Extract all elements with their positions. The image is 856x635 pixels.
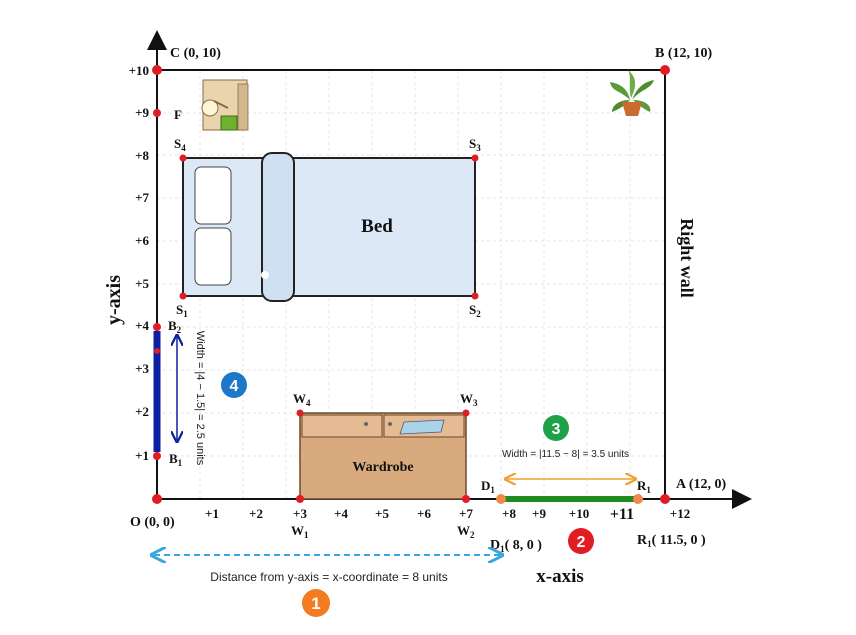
w1-label: W1 [291, 523, 309, 540]
wardrobe-vertex-labels: W4 W3 W1 W2 [291, 391, 478, 540]
d1-label: D1 [481, 478, 495, 495]
x-axis-title: x-axis [536, 566, 584, 587]
w3-label: W3 [460, 391, 478, 408]
wardrobe-label: Wardrobe [352, 460, 413, 475]
y-tick-labels: +1 +2 +3 +4 +5 +6 +7 +8 +9 +10 [129, 63, 150, 463]
wardrobe-knob-1 [364, 422, 368, 426]
y-tick-6: +6 [135, 233, 149, 248]
point-s1 [179, 292, 187, 300]
s2-label: S2 [469, 302, 481, 319]
badge-4: 4 [221, 372, 247, 398]
x-tick-12: +12 [670, 506, 690, 521]
x-tick-labels: +1 +2 +3 +4 +5 +6 +7 +8 +9 +10 +11 +12 [205, 506, 690, 523]
svg-text:3: 3 [552, 421, 561, 438]
point-a [660, 494, 670, 504]
badge-3: 3 [543, 415, 569, 441]
point-b2 [153, 323, 161, 331]
point-y4 [154, 348, 160, 354]
point-s4 [179, 154, 187, 162]
x-tick-4: +4 [334, 506, 348, 521]
corner-a-label: A (12, 0) [676, 477, 727, 492]
svg-text:1: 1 [311, 594, 320, 613]
bed: Bed [182, 152, 476, 302]
badge-1: 1 [302, 589, 330, 617]
distance-text: Distance from y-axis = x-coordinate = 8 … [210, 570, 447, 584]
bed-frame [182, 157, 476, 297]
point-o [152, 494, 162, 504]
point-w3 [462, 409, 470, 417]
y-tick-1: +1 [135, 448, 149, 463]
door-width-text: Width = |11.5 − 8| = 3.5 units [502, 449, 629, 460]
wardrobe-knob-2 [388, 422, 392, 426]
origin-label: O (0, 0) [130, 515, 175, 530]
point-w4 [296, 409, 304, 417]
wardrobe-top-left-drawer [301, 414, 383, 438]
lamp-box-illustration [201, 79, 249, 131]
s1-label: S1 [176, 302, 188, 319]
x-tick-6: +6 [417, 506, 431, 521]
plant-icon [610, 70, 654, 116]
w4-label: W4 [293, 391, 311, 408]
r1-label: R1 [637, 478, 651, 495]
x-tick-8: +8 [502, 506, 516, 521]
b1-label: B1 [169, 451, 183, 468]
x-tick-5: +5 [375, 506, 389, 521]
point-d1 [496, 494, 506, 504]
y-axis-title: y-axis [103, 275, 125, 325]
point-s2 [471, 292, 479, 300]
y-tick-4: +4 [135, 318, 149, 333]
point-w1 [296, 495, 304, 503]
bed-vertex-labels: S4 S3 S1 S2 [174, 136, 481, 319]
point-b1 [153, 452, 161, 460]
point-s3 [471, 154, 479, 162]
y-tick-3: +3 [135, 361, 149, 376]
w2-label: W2 [457, 523, 475, 540]
y-tick-5: +5 [135, 276, 149, 291]
bed-dot [261, 271, 269, 279]
bed-label: Bed [361, 216, 393, 237]
x-tick-11: +11 [610, 506, 634, 523]
x-tick-2: +2 [249, 506, 263, 521]
point-w2 [462, 495, 470, 503]
point-b [660, 65, 670, 75]
x-tick-7: +7 [459, 506, 473, 521]
f-label: F [174, 107, 182, 122]
red-points [152, 65, 670, 504]
s3-label: S3 [469, 136, 481, 153]
s4-label: S4 [174, 136, 186, 153]
x-tick-10: +10 [569, 506, 589, 521]
b2-label: B2 [168, 318, 182, 335]
bed-pillow-bottom [194, 227, 232, 286]
b-width-text: Width = |4 − 1.5| = 2.5 units [194, 331, 206, 466]
badge-2: 2 [568, 528, 594, 554]
x-tick-3: +3 [293, 506, 307, 521]
y-tick-10: +10 [129, 63, 149, 78]
r1-coordinate-label: R1( 11.5, 0 ) [637, 533, 706, 549]
wardrobe: Wardrobe [299, 412, 467, 500]
svg-text:4: 4 [230, 378, 239, 395]
d1-coordinate-label: D1( 8, 0 ) [490, 538, 542, 554]
point-r1 [633, 494, 643, 504]
x-tick-1: +1 [205, 506, 219, 521]
y-tick-7: +7 [135, 190, 149, 205]
wardrobe-book [399, 419, 445, 435]
svg-text:2: 2 [577, 534, 586, 551]
y-tick-8: +8 [135, 148, 149, 163]
point-f [153, 109, 161, 117]
bed-blanket-fold [261, 152, 295, 302]
right-wall-label: Right wall [677, 218, 697, 298]
y-tick-9: +9 [135, 105, 149, 120]
y-tick-2: +2 [135, 404, 149, 419]
corner-c-label: C (0, 10) [170, 46, 221, 61]
point-c [152, 65, 162, 75]
bed-pillow-top [194, 166, 232, 225]
x-tick-9: +9 [532, 506, 546, 521]
corner-b-label: B (12, 10) [655, 46, 713, 61]
